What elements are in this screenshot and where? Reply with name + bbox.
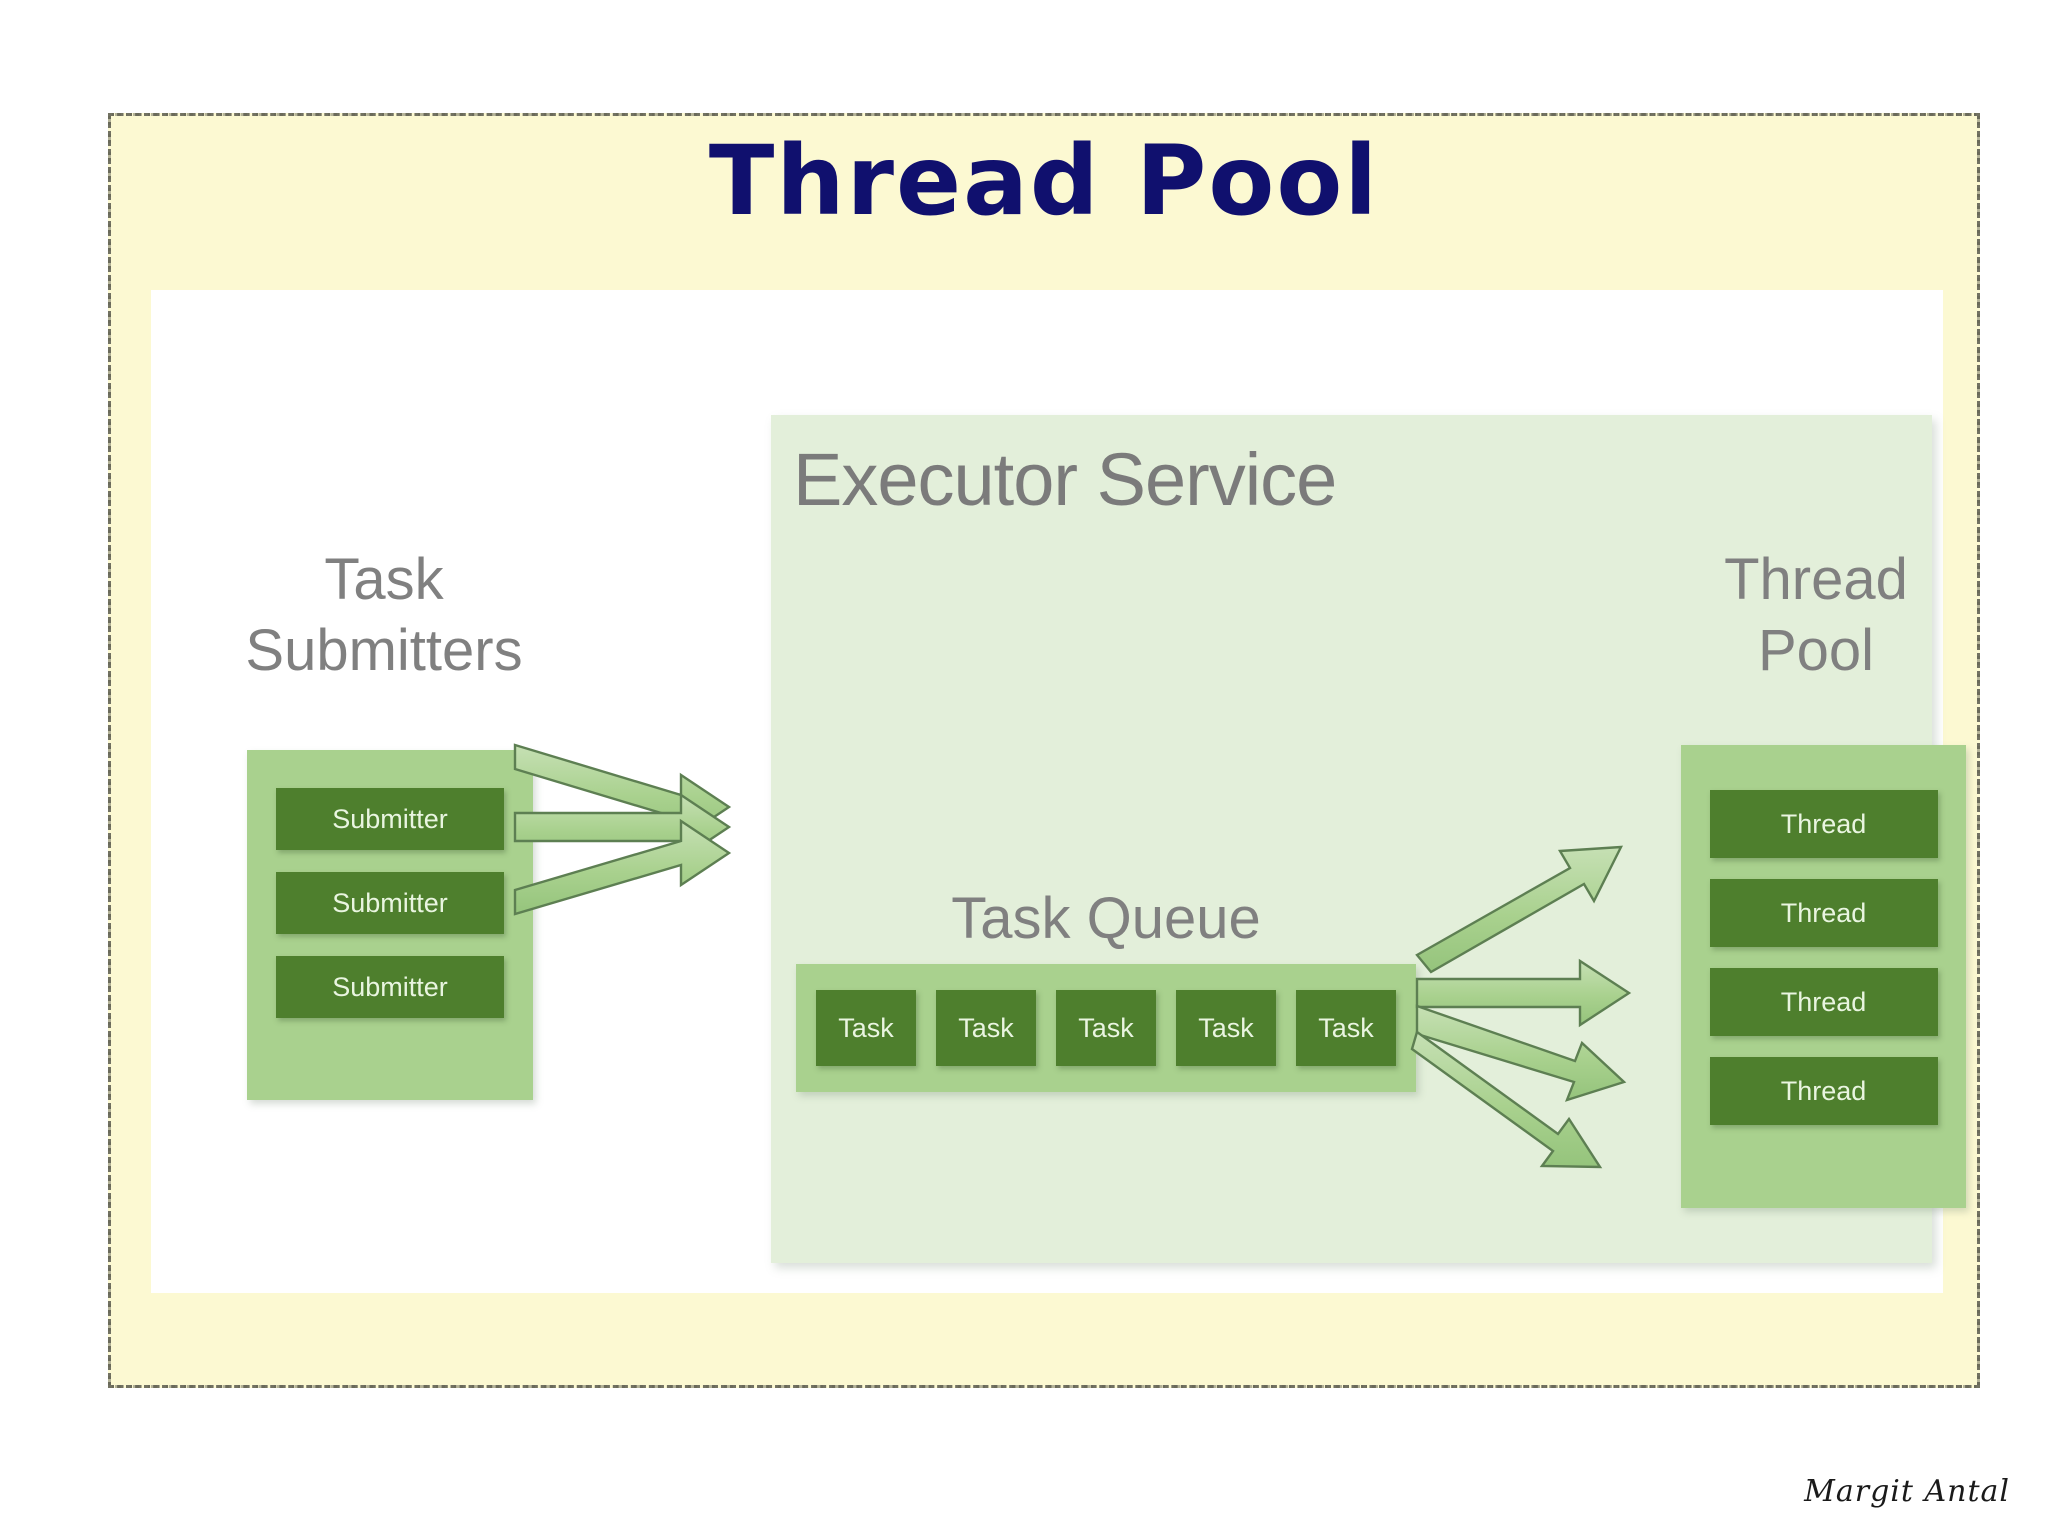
thread-box[interactable]: Thread xyxy=(1709,790,1938,858)
slide-frame: Thread Pool Executor Service Task Submit… xyxy=(108,113,1980,1388)
thread-pool-container: Thread Thread Thread Thread xyxy=(1681,745,1966,1208)
task-box[interactable]: Task xyxy=(816,990,916,1066)
thread-label: Thread xyxy=(1780,808,1867,839)
thread-box[interactable]: Thread xyxy=(1709,879,1938,947)
task-queue-label: Task Queue xyxy=(951,886,1261,951)
page-title: Thread Pool xyxy=(708,125,1380,237)
submitter-box[interactable]: Submitter xyxy=(276,956,504,1018)
task-label: Task xyxy=(838,1012,894,1043)
task-box[interactable]: Task xyxy=(1176,990,1276,1066)
thread-pool-group: Thread Pool Thread Thread Thread Thread xyxy=(1646,545,1986,1208)
submitter-label: Submitter xyxy=(332,971,448,1002)
submitter-box[interactable]: Submitter xyxy=(276,788,504,850)
diagram-canvas: Executor Service Task Submitters Submitt… xyxy=(151,290,1966,1293)
task-box[interactable]: Task xyxy=(1056,990,1156,1066)
task-label: Task xyxy=(1198,1012,1254,1043)
thread-box[interactable]: Thread xyxy=(1709,1057,1938,1125)
task-label: Task xyxy=(958,1012,1014,1043)
thread-label: Thread xyxy=(1780,986,1867,1017)
thread-box[interactable]: Thread xyxy=(1709,968,1938,1036)
author-signature: Margit Antal xyxy=(1804,1474,2010,1509)
submitters-container: Submitter Submitter Submitter xyxy=(247,750,533,1100)
task-box[interactable]: Task xyxy=(1296,990,1396,1066)
submitter-box[interactable]: Submitter xyxy=(276,872,504,934)
thread-pool-label: Thread Pool xyxy=(1724,547,1908,683)
submitter-label: Submitter xyxy=(332,887,448,918)
task-submitters-group: Task Submitters Submitter Submitter Subm… xyxy=(169,545,599,1100)
executor-service-label: Executor Service xyxy=(793,438,1337,521)
arrow-submitter-to-queue xyxy=(513,743,732,916)
thread-label: Thread xyxy=(1780,1075,1867,1106)
thread-label: Thread xyxy=(1780,897,1867,928)
task-submitters-label: Task Submitters xyxy=(245,547,523,683)
task-queue-container: Task Task Task Task Task xyxy=(796,964,1416,1092)
task-label: Task xyxy=(1078,1012,1134,1043)
task-box[interactable]: Task xyxy=(936,990,1036,1066)
task-queue-group: Task Queue Task Task Task Task Task xyxy=(796,885,1416,1092)
submitter-label: Submitter xyxy=(332,803,448,834)
task-label: Task xyxy=(1318,1012,1374,1043)
